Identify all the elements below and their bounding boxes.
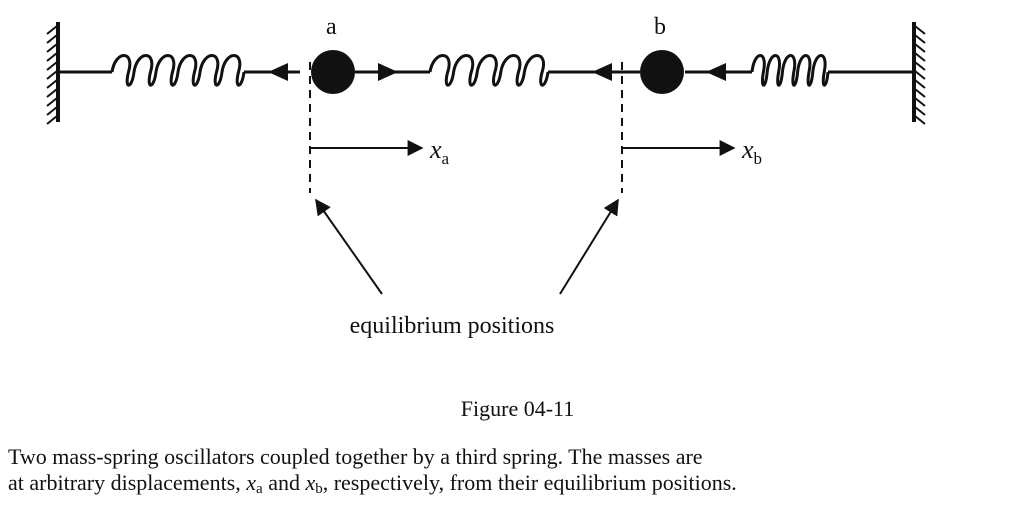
coupled-oscillator-diagram: a b xa xb equilibrium positions	[46, 14, 926, 339]
equilibrium-label: equilibrium positions	[350, 313, 555, 339]
force-arrow-a-left	[268, 63, 288, 81]
force-arrow-b-right	[706, 63, 726, 81]
right-wall	[912, 22, 926, 125]
force-arrow-a-right	[378, 63, 398, 81]
mass-a	[311, 50, 355, 94]
coupling-spring	[428, 54, 550, 87]
left-spring	[110, 54, 246, 87]
figure-description: Two mass-spring oscillators coupled toge…	[8, 444, 1033, 497]
force-arrow-b-left	[592, 63, 612, 81]
pointer-arrow-a	[315, 198, 383, 295]
description-line-1: Two mass-spring oscillators coupled toge…	[8, 444, 703, 469]
mass-b-label: b	[654, 14, 666, 40]
mass-b	[640, 50, 684, 94]
pointer-arrow-b	[559, 198, 619, 295]
figure-title: Figure 04-11	[460, 396, 575, 421]
mass-a-label: a	[326, 14, 337, 40]
x-b-label: xb	[741, 135, 762, 168]
left-wall	[46, 22, 60, 125]
x-a-label: xa	[429, 135, 450, 168]
description-line-2: at arbitrary displacements, xa and xb, r…	[8, 470, 737, 497]
right-spring	[750, 54, 830, 87]
